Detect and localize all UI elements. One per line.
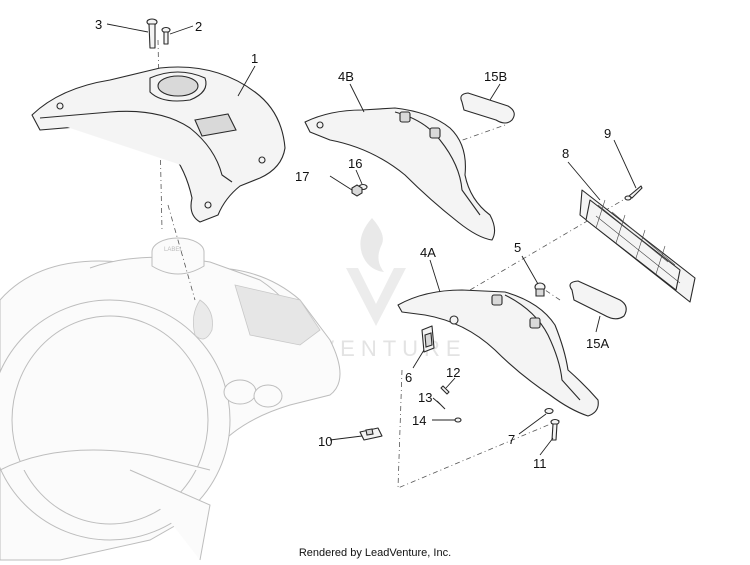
callout-9: 10 xyxy=(318,434,332,449)
part-3-long-screw xyxy=(146,18,158,49)
watermark-v-mark xyxy=(346,268,406,326)
callout-2: 2 xyxy=(195,19,202,34)
part-2-short-screw xyxy=(161,26,171,45)
part-6-clip xyxy=(421,325,435,353)
callout-14: 14 xyxy=(412,413,426,428)
callout-3: 3 xyxy=(95,17,102,32)
callout-4a: 4A xyxy=(420,245,436,260)
callout-4b: 4B xyxy=(338,69,354,84)
callout-12: 12 xyxy=(446,365,460,380)
part-5-bolt xyxy=(534,282,546,297)
part-15a-reflector xyxy=(569,280,627,320)
callout-13: 13 xyxy=(418,390,432,405)
callout-1: 1 xyxy=(251,51,258,66)
part-1-rear-cover xyxy=(31,66,286,223)
callout-5: 5 xyxy=(514,240,521,255)
callout-16: 16 xyxy=(348,156,362,171)
callout-15b: 15B xyxy=(484,69,507,84)
part-17-nut xyxy=(351,184,363,197)
callout-6: 6 xyxy=(405,370,412,385)
callout-7: 11 xyxy=(533,456,547,471)
part-14-rivet xyxy=(454,417,462,423)
scooter-frame: LABEL xyxy=(0,237,341,561)
leader-lines xyxy=(106,23,637,456)
part-8-washer xyxy=(544,407,554,415)
callout-11: 9 xyxy=(604,126,611,141)
part-10-plate-holder xyxy=(579,189,696,303)
svg-text:LABEL: LABEL xyxy=(164,247,183,253)
part-4b-side-panel xyxy=(304,107,496,241)
callout-labels: 3 2 1 4B 15B 16 17 8 9 4A 5 15A 6 12 13 … xyxy=(95,17,611,471)
footer-credit: Rendered by LeadVenture, Inc. xyxy=(299,547,451,559)
callout-8: 7 xyxy=(508,432,515,447)
part-12-pin xyxy=(440,385,450,395)
part-4a-side-panel xyxy=(397,289,599,417)
watermark-flame-icon xyxy=(360,218,384,272)
part-15b-reflector xyxy=(460,92,515,124)
part-11-screw xyxy=(624,185,643,201)
part-9-bracket xyxy=(359,427,383,441)
callout-15a: 15A xyxy=(586,336,609,351)
callout-17: 17 xyxy=(295,169,309,184)
callout-10: 8 xyxy=(562,146,569,161)
part-7-screw xyxy=(550,418,560,441)
